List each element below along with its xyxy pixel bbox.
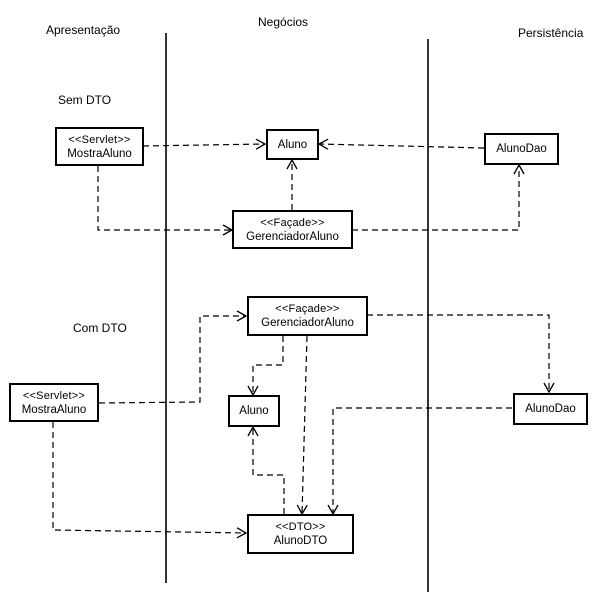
arrow-dto-servlet-to-facade (98, 310, 248, 404)
class-name: AlunoDao (525, 403, 576, 415)
arrow-facade-to-alunodao (352, 163, 525, 231)
class-box-com-dto-alunodto[interactable]: <<DTO>> AlunoDTO (247, 514, 354, 554)
stereotype-label: <<Servlet>> (68, 133, 131, 146)
stereotype-label: <<Façade>> (260, 216, 325, 229)
stereotype-label: <<Servlet>> (22, 389, 86, 402)
stereotype-label: <<DTO>> (275, 521, 326, 533)
class-box-com-dto-aluno[interactable]: Aluno (228, 395, 280, 427)
class-box-com-dto-alunodao[interactable]: AlunoDao (513, 393, 588, 425)
class-name: MostraAluno (67, 147, 132, 160)
arrow-dto-alunodao-to-dto (327, 407, 512, 516)
class-box-sem-dto-alunodao[interactable]: AlunoDao (484, 133, 559, 165)
arrow-servlet-to-aluno (142, 138, 267, 150)
class-box-sem-dto-servlet[interactable]: <<Servlet>> MostraAluno (55, 127, 144, 166)
class-name: Aluno (239, 405, 269, 417)
class-name: Aluno (277, 138, 308, 151)
class-name: GerenciadorAluno (246, 230, 339, 243)
class-box-sem-dto-aluno[interactable]: Aluno (266, 129, 319, 160)
arrow-dto-facade-to-dto (296, 335, 308, 516)
arrow-alunodao-to-aluno (317, 138, 485, 150)
arrow-servlet-to-facade (97, 166, 234, 236)
layer-label-presentation: Apresentação (46, 23, 121, 37)
class-name: AlunoDTO (273, 535, 328, 547)
class-name: AlunoDao (496, 143, 547, 155)
arrow-dto-facade-to-aluno (247, 336, 284, 397)
arrow-dto-dto-to-aluno (247, 425, 285, 514)
class-box-com-dto-servlet[interactable]: <<Servlet>> MostraAluno (9, 383, 99, 422)
layer-label-persistence: Persistência (518, 26, 584, 40)
class-box-sem-dto-facade[interactable]: <<Façade>> GerenciadorAluno (232, 210, 353, 249)
section-label-com-dto: Com DTO (73, 321, 127, 335)
layer-label-business: Negócios (258, 15, 309, 29)
section-label-sem-dto: Sem DTO (58, 93, 112, 107)
arrow-dto-facade-to-alunodao (367, 314, 555, 394)
class-box-com-dto-facade[interactable]: <<Façade>> GerenciadorAluno (247, 296, 368, 336)
class-name: MostraAluno (21, 403, 87, 416)
stereotype-label: <<Façade>> (275, 303, 340, 315)
class-name: GerenciadorAluno (261, 317, 354, 329)
arrow-dto-servlet-to-dto (52, 422, 248, 539)
